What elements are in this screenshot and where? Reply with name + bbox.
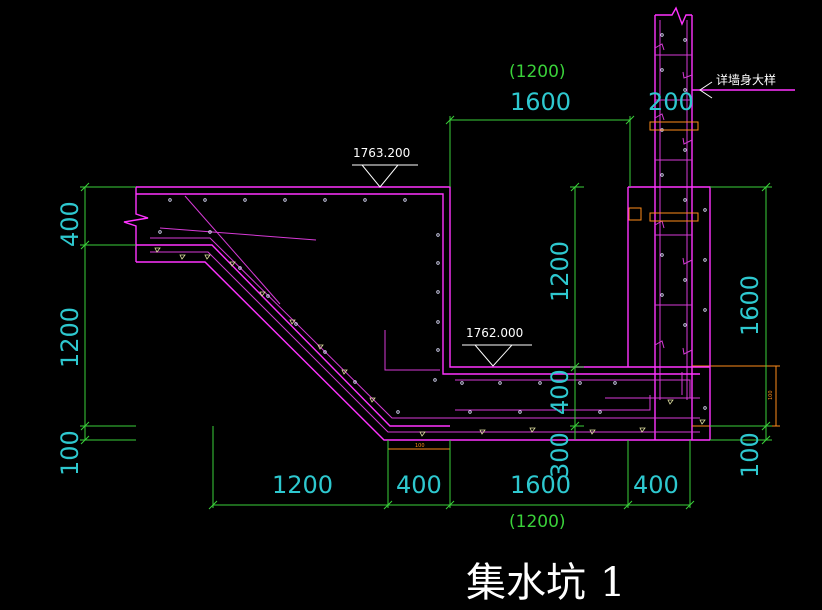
dim-top-200: 200 (648, 88, 694, 116)
dim-bottom-400-right: 400 (633, 471, 679, 499)
wall-detail-callout: 详墙身大样 (692, 72, 795, 99)
wall-orange-marker (628, 207, 642, 221)
pit-inner-rebar (136, 193, 700, 375)
concrete-hatch-marks (154, 247, 706, 437)
sump-pit-concrete (123, 186, 711, 441)
dimension-lines (80, 116, 772, 508)
callout-arrow (699, 81, 713, 99)
dim-mid-1200: 1200 (546, 241, 574, 302)
slab-break-mark (123, 187, 149, 262)
drawing-title: 集水坑 (466, 560, 586, 606)
retaining-wall: 100 100 (388, 6, 780, 450)
elevation-marker-top: 1763.200 (352, 146, 418, 188)
bottom-rebar-upper (455, 379, 691, 398)
elevation-top-label: 1763.200 (353, 146, 410, 160)
dim-mid-400: 400 (546, 369, 574, 415)
dim-bottom-1200: 1200 (272, 471, 333, 499)
drawing-number: 1 (600, 560, 625, 606)
elev-top-triangle (360, 164, 400, 188)
dim-right-100: 100 (736, 432, 764, 478)
bottom-rebar-lower (455, 395, 651, 411)
elevation-bottom-label: 1762.000 (466, 326, 523, 340)
dim-top-1600: 1600 (510, 88, 571, 116)
orange-small-label: 100 (415, 443, 425, 449)
wall-orange-box-top (649, 121, 699, 131)
wall-break-mark (655, 6, 692, 26)
dim-left-1200: 1200 (56, 307, 84, 368)
wall-detail-label: 详墙身大样 (716, 72, 776, 87)
dim-bottom-400-left: 400 (396, 471, 442, 499)
pit-rebar-dots (158, 198, 707, 414)
dim-left-100: 100 (56, 430, 84, 476)
wall-rebar-dots (660, 33, 687, 327)
pit-inner-outline (136, 186, 710, 368)
elev-bottom-triangle (473, 344, 514, 367)
dim-top-paren: (1200) (509, 62, 566, 82)
dimension-ticks (80, 115, 771, 510)
slope-top-line (136, 244, 450, 427)
dim-left-400: 400 (56, 201, 84, 247)
orange-small-label-right: 100 (768, 390, 774, 400)
dim-bottom-paren: (1200) (509, 512, 566, 532)
wall-stirrups (655, 54, 692, 306)
slope-rebar-top (150, 237, 700, 419)
dim-right-1600: 1600 (736, 275, 764, 336)
wall-hooks (654, 43, 693, 355)
inner-hook-left (384, 330, 440, 371)
diag-rebar-1 (184, 195, 281, 305)
dim-mid-300: 300 (546, 432, 574, 478)
slope-rebar-bottom (150, 251, 700, 433)
elevation-marker-bottom: 1762.000 (462, 326, 532, 367)
slab-rebar-extension (159, 227, 317, 241)
wall-orange-box-mid (649, 212, 699, 222)
slope-bottom-line (136, 261, 710, 441)
dim-bottom-1600: 1600 (510, 471, 571, 499)
